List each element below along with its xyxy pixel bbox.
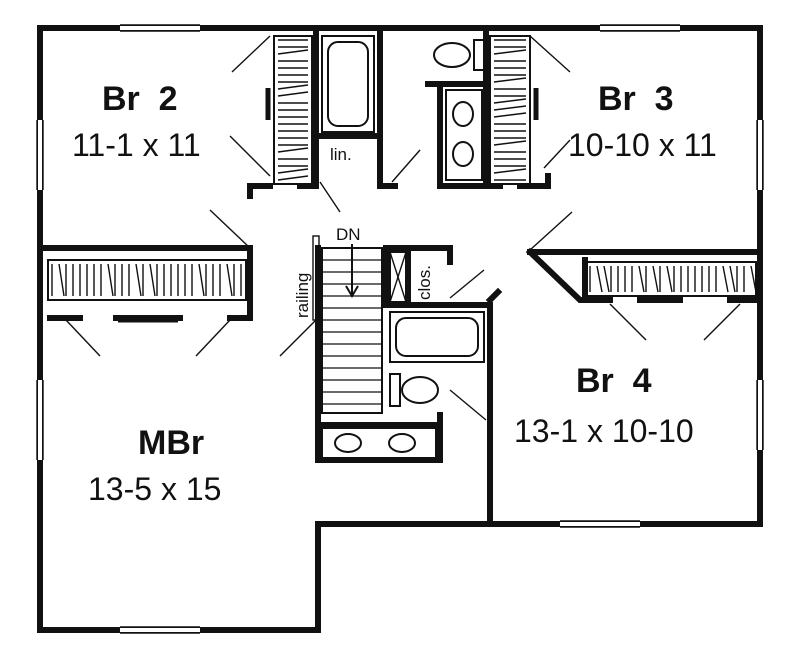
room-name-br4: Br 4 (576, 362, 652, 400)
room-name-mbr: MBr (138, 424, 204, 462)
railing-label: railing (293, 273, 312, 318)
room-dims-br4: 13-1 x 10-10 (514, 413, 694, 449)
closet-label: clos. (415, 265, 434, 300)
room-dims-br3: 10-10 x 11 (568, 127, 717, 163)
bathtub-upper (322, 36, 374, 132)
sink-lower (322, 428, 436, 458)
room-dims-br2: 11-1 x 11 (72, 127, 201, 163)
linen-closet-label: lin. (330, 145, 352, 164)
closet-shelving-br4 (586, 262, 756, 296)
staircase (322, 244, 382, 413)
room-dims-mbr: 13-5 x 15 (88, 471, 221, 507)
room-name-br2: Br 2 (102, 80, 178, 118)
stairs-down-label: DN (336, 225, 361, 244)
closet-shelving-br3 (490, 36, 530, 184)
closet-shelving-hall (390, 252, 406, 302)
room-name-br3: Br 3 (598, 80, 674, 118)
toilet-upper (434, 40, 484, 70)
toilet-lower (390, 374, 438, 406)
closet-shelving-mbr (48, 260, 246, 300)
bathtub-lower (390, 312, 484, 362)
closet-shelving-br2 (274, 36, 312, 184)
sink-upper (446, 90, 482, 180)
